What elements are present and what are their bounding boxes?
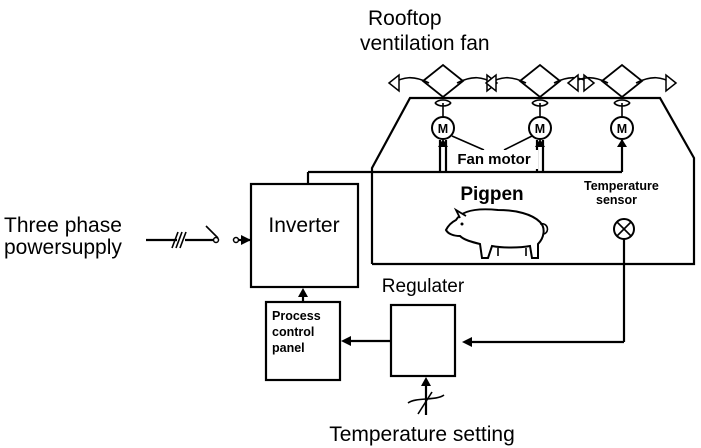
barn-outline xyxy=(370,96,696,266)
process-control-panel-box xyxy=(264,300,342,382)
motor-label: M xyxy=(438,122,448,136)
temp-sensor-label-line2: sensor xyxy=(596,193,637,207)
panel-label-line1: Process xyxy=(272,309,321,323)
power-label-line1: Three phase xyxy=(4,214,122,237)
motor-icon: M xyxy=(431,116,455,140)
inverter-label: Inverter xyxy=(268,214,339,237)
pigpen-label: Pigpen xyxy=(460,184,523,205)
fan-title-line1: Rooftop xyxy=(368,7,442,30)
temperature-setting-label: Temperature setting xyxy=(329,423,515,446)
panel-label-line2: control xyxy=(272,325,314,339)
inverter-box xyxy=(249,182,360,289)
fan-title-line2: ventilation fan xyxy=(360,32,490,55)
setpoint-knob-icon xyxy=(407,391,445,415)
panel-label-line3: panel xyxy=(272,341,305,355)
regulater-box xyxy=(389,303,457,378)
motor-icon: M xyxy=(610,116,634,140)
switch-icon xyxy=(205,225,240,244)
power-label-line2: powersupply xyxy=(4,236,122,259)
motor-icon: M xyxy=(528,116,552,140)
fan-icon xyxy=(387,63,499,117)
fan-motor-label: Fan motor xyxy=(457,151,530,168)
fan-motor-pointers xyxy=(451,135,533,151)
motor-label: M xyxy=(617,122,627,136)
sensor-icon xyxy=(613,218,635,240)
power-input-line xyxy=(146,231,251,249)
fan-icon xyxy=(566,63,678,117)
temp-sensor-label-line1: Temperature xyxy=(584,179,659,193)
motor-label: M xyxy=(535,122,545,136)
regulater-label: Regulater xyxy=(382,276,465,297)
pig-icon xyxy=(444,207,549,259)
